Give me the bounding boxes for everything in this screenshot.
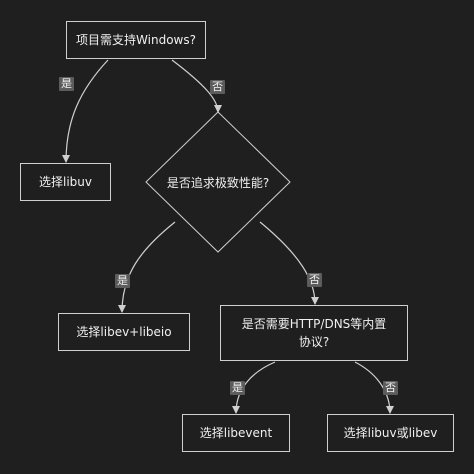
edge-http-to-libuv-or-libev [354, 361, 394, 414]
edge-label-start-yes: 是 [59, 77, 74, 91]
edge-perf-to-http-dns [259, 221, 319, 305]
edge-label-http-yes: 是 [230, 381, 245, 395]
performance-decision-label-box[interactable]: 是否追求极致性能? [146, 170, 290, 194]
libevent-node-label: 选择libevent [199, 426, 273, 440]
libuv-node[interactable]: 选择libuv [20, 163, 111, 201]
http-dns-label-line1: 是否需要HTTP/DNS等内置 [241, 317, 387, 331]
http-dns-decision-node[interactable]: 是否需要HTTP/DNS等内置 协议? [220, 305, 408, 361]
decision-diamond-performance [145, 111, 291, 253]
performance-decision-label: 是否追求极致性能? [166, 175, 270, 190]
edge-label-http-no: 否 [383, 381, 398, 395]
edge-start-to-perf [171, 59, 222, 113]
edge-label-perf-no: 否 [307, 273, 322, 287]
libuv-node-label: 选择libuv [39, 175, 92, 189]
start-node-label: 项目需支持Windows? [76, 33, 196, 47]
edge-start-to-libuv [62, 59, 109, 163]
libuv-or-libev-node-label: 选择libuv或libev [343, 426, 438, 440]
http-dns-label-line2: 协议? [298, 335, 330, 349]
libev-libeio-node-label: 选择libev+libeio [76, 325, 172, 339]
edge-label-start-no: 否 [210, 80, 225, 94]
libevent-node[interactable]: 选择libevent [182, 414, 290, 452]
libuv-or-libev-node[interactable]: 选择libuv或libev [327, 414, 454, 452]
edge-perf-to-libev-libeio [118, 221, 176, 313]
edge-label-perf-yes: 是 [115, 274, 130, 288]
libev-libeio-node[interactable]: 选择libev+libeio [58, 313, 190, 351]
start-node[interactable]: 项目需支持Windows? [66, 21, 206, 59]
